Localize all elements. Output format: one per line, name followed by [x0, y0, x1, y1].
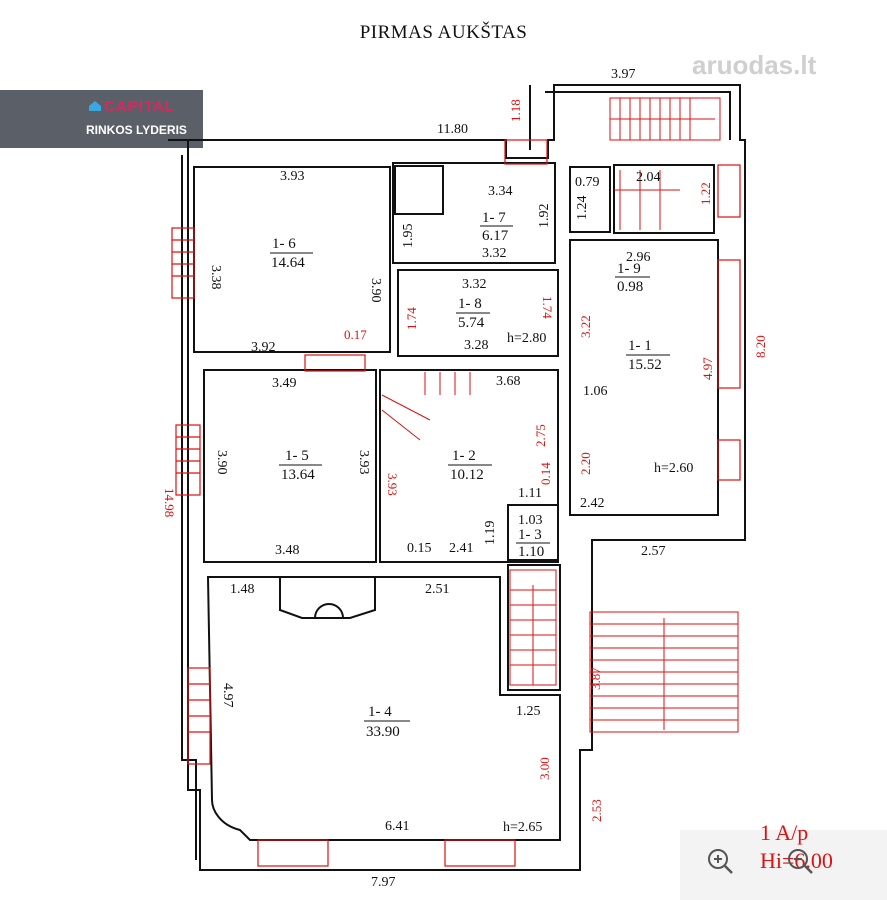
- height-labels: h=2.80 h=2.60 h=2.65: [503, 331, 693, 835]
- dim-1-25: 1.25: [516, 704, 541, 719]
- zoom-out-icon[interactable]: [784, 845, 816, 877]
- dim-2-04: 2.04: [636, 170, 661, 185]
- room-1-4-id: 1- 4: [368, 704, 392, 720]
- dim-1-19: 1.19: [483, 521, 498, 546]
- dim-2-53: 2.53: [589, 799, 604, 822]
- brand-banner[interactable]: CAPITAL RINKOS LYDERIS: [0, 90, 203, 148]
- room-1-5-area: 13.64: [281, 467, 315, 483]
- dim-3-93c: 3.93: [385, 473, 400, 496]
- room-1-6-id: 1- 6: [272, 236, 296, 252]
- dim-3-90a: 3.90: [368, 278, 383, 303]
- dim-3-92: 3.92: [251, 340, 276, 355]
- dim-3-32b: 3.32: [462, 277, 487, 292]
- room-1-4-area: 33.90: [366, 724, 400, 740]
- dim-1-92: 1.92: [537, 204, 552, 229]
- room-labels: 1- 6 14.64 1- 7 6.17 1- 8 5.74 1- 9 0.98…: [270, 210, 670, 740]
- dim-7-97: 7.97: [371, 875, 396, 890]
- room-1-1-id: 1- 1: [628, 338, 652, 354]
- room-1-8-id: 1- 8: [458, 296, 482, 312]
- dim-0-14: 0.14: [538, 462, 553, 485]
- brand-tagline: RINKOS LYDERIS: [86, 123, 187, 137]
- room-1-6-area: 14.64: [271, 255, 305, 271]
- dim-2-41: 2.41: [449, 541, 474, 556]
- dim-2-20: 2.20: [578, 452, 593, 475]
- walls: [168, 84, 746, 871]
- dim-3-49: 3.49: [272, 376, 297, 391]
- stairs: [381, 97, 739, 733]
- dimension-labels: 3.97 1.18 11.80 3.93 3.34 1.92 1.95 3.32…: [162, 67, 768, 890]
- room-1-2-area: 10.12: [450, 467, 484, 483]
- dim-3-28: 3.28: [464, 338, 489, 353]
- dim-2-75: 2.75: [533, 424, 548, 447]
- dim-4-97b: 4.97: [220, 683, 235, 708]
- dim-3-97: 3.97: [611, 67, 636, 82]
- floor-level-label: 1 A/p: [760, 820, 809, 845]
- dim-0-17: 0.17: [344, 327, 367, 342]
- scale-panel: [680, 830, 887, 900]
- dim-3-34: 3.34: [488, 184, 513, 199]
- page-title: PIRMAS AUKŠTAS: [359, 22, 528, 43]
- watermark: aruodas.lt: [692, 50, 817, 80]
- dim-3-90b: 3.90: [214, 450, 229, 475]
- dim-1-74b: 1.74: [540, 296, 555, 319]
- dim-1-48: 1.48: [230, 582, 255, 597]
- dim-1-24: 1.24: [575, 196, 590, 221]
- room-1-5-id: 1- 5: [285, 448, 309, 464]
- dim-2-57: 2.57: [641, 544, 666, 559]
- dim-0-15: 0.15: [407, 541, 432, 556]
- height-h260: h=2.60: [654, 461, 693, 476]
- dim-4-97a: 4.97: [700, 357, 715, 380]
- room-1-7-id: 1- 7: [482, 210, 506, 226]
- dim-1-22: 1.22: [698, 182, 713, 205]
- dim-14-98: 14.98: [162, 488, 177, 517]
- dim-3-93b: 3.93: [356, 450, 371, 475]
- dim-1-06: 1.06: [583, 384, 608, 399]
- dim-3-87: 3.87: [588, 667, 603, 690]
- dim-1-74a: 1.74: [404, 307, 419, 330]
- dim-3-00: 3.00: [537, 757, 552, 780]
- dim-3-48: 3.48: [275, 543, 300, 558]
- height-h265: h=2.65: [503, 820, 542, 835]
- dim-6-41: 6.41: [385, 819, 410, 834]
- dim-11-80: 11.80: [437, 122, 468, 137]
- room-1-7-area: 6.17: [482, 228, 509, 244]
- room-1-3-id: 1- 3: [518, 527, 542, 543]
- height-h280: h=2.80: [507, 331, 546, 346]
- dim-2-51: 2.51: [425, 582, 450, 597]
- room-1-9-id: 1- 9: [617, 261, 641, 277]
- dim-3-32a: 3.32: [482, 246, 507, 261]
- room-1-1-area: 15.52: [628, 357, 662, 373]
- room-1-9-area: 0.98: [617, 279, 643, 295]
- dim-1-18: 1.18: [508, 99, 523, 122]
- dim-1-03: 1.03: [518, 513, 543, 528]
- dim-3-22: 3.22: [578, 315, 593, 338]
- dim-3-38: 3.38: [208, 265, 223, 290]
- brand-name: CAPITAL: [104, 98, 175, 115]
- windows: [171, 139, 741, 867]
- room-1-3-area: 1.10: [518, 544, 544, 560]
- room-1-2-id: 1- 2: [452, 448, 476, 464]
- dim-8-20: 8.20: [753, 335, 768, 358]
- dim-2-42: 2.42: [580, 496, 605, 511]
- zoom-in-icon[interactable]: [704, 845, 736, 877]
- dim-1-11: 1.11: [518, 486, 542, 501]
- dim-3-68: 3.68: [496, 374, 521, 389]
- dim-0-79: 0.79: [575, 175, 600, 190]
- dim-1-95: 1.95: [401, 224, 416, 249]
- dim-3-93: 3.93: [280, 169, 305, 184]
- dim-2-96: 2.96: [626, 250, 651, 265]
- brand-house-icon: [89, 101, 101, 111]
- room-1-8-area: 5.74: [458, 315, 485, 331]
